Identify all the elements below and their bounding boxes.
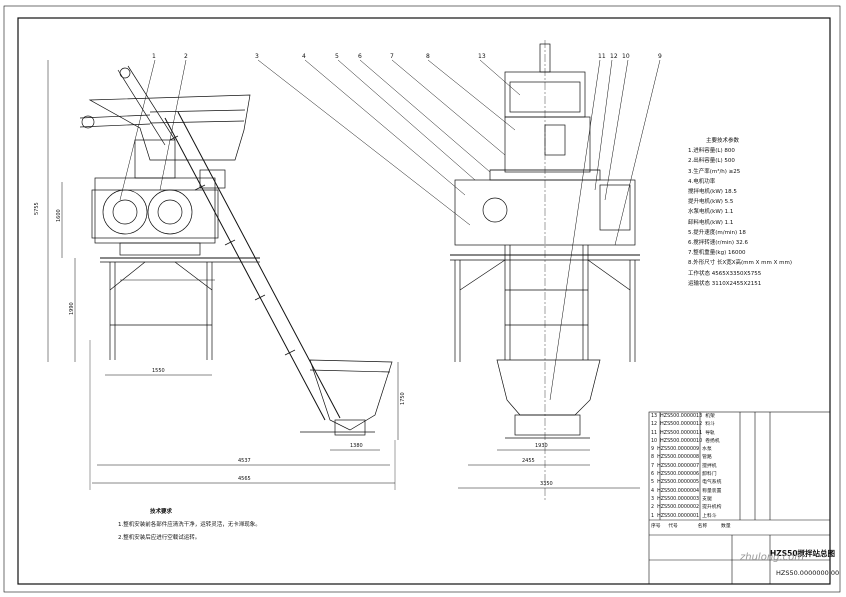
callout-5: 5 xyxy=(335,53,339,60)
parts-row: 7 HZS500.0000007 搅拌机 xyxy=(651,463,717,469)
callout-11: 11 xyxy=(598,53,606,60)
spec-heading: 主要技术参数 xyxy=(706,138,740,144)
drawing-title: HZS50搅拌站总图 xyxy=(770,549,836,558)
outer-border xyxy=(3,5,841,593)
dim-side-bottom: 1380 xyxy=(350,443,363,449)
callout-13: 13 xyxy=(478,53,486,60)
parts-row: 12 HZS500.0000012 料斗 xyxy=(651,422,715,428)
dim-front-lower: 2455 xyxy=(522,458,535,464)
callout-1: 1 xyxy=(152,53,156,60)
technical-notes: 技术要求 1.整机安装前各部件应清洗干净，运转灵活，无卡滞现象。 2.整机安装后… xyxy=(118,506,261,545)
parts-row: 8 HZS500.0000008 管路 xyxy=(651,455,712,461)
watermark: zhulong.com xyxy=(740,552,805,563)
spec-line: 水泵电机(kW) 1.1 xyxy=(688,209,734,216)
dim-side-total: 4565 xyxy=(238,476,251,482)
callout-9: 9 xyxy=(658,53,662,60)
parts-row: 6 HZS500.0000006 卸料门 xyxy=(651,472,717,478)
parts-row: 10 HZS500.0000010 卷扬机 xyxy=(651,438,720,444)
side-view xyxy=(47,59,399,490)
callout-4: 4 xyxy=(302,53,306,60)
drawing-number: HZS50.0000000.00 xyxy=(776,569,840,577)
callout-3: 3 xyxy=(255,53,259,60)
parts-row: 5 HZS500.0000005 电气系统 xyxy=(651,480,722,486)
spec-line: 2.出料容量(L) 500 xyxy=(688,158,735,165)
parts-row: 11 HZS500.0000011 导轨 xyxy=(651,430,715,436)
front-view xyxy=(257,40,661,500)
spec-line: 工作状态 4565X3350X5755 xyxy=(688,270,762,277)
spec-line: 1.进料容量(L) 800 xyxy=(688,148,735,155)
spec-line: 运输状态 3110X2455X2151 xyxy=(688,280,762,287)
dim-side-height-lower: 1990 xyxy=(69,302,75,315)
callout-12: 12 xyxy=(610,53,618,60)
parts-list-header: 序号 代号 名称 数量 xyxy=(651,524,731,529)
parts-row: 13 HZS500.0000013 机架 xyxy=(651,414,715,419)
spec-line: 5.提升速度(m/min) 18 xyxy=(688,229,746,236)
parts-row: 9 HZS500.0000009 水泵 xyxy=(651,447,712,453)
note-line: 1.整机安装前各部件应清洗干净，运转灵活，无卡滞现象。 xyxy=(118,522,261,528)
spec-line: 3.生产率(m³/h) ≥25 xyxy=(688,168,741,175)
dim-side-lower: 4537 xyxy=(238,458,251,464)
callout-7: 7 xyxy=(390,53,394,60)
dim-side-height-upper: 1600 xyxy=(56,209,62,222)
parts-list: 13 HZS500.0000013 机架 12 HZS500.0000012 料… xyxy=(651,413,721,521)
dim-front-total: 3350 xyxy=(540,481,553,487)
notes-heading: 技术要求 xyxy=(150,509,173,515)
parts-row: 3 HZS500.0000003 支腿 xyxy=(651,496,712,502)
callout-10: 10 xyxy=(622,53,630,60)
callout-2: 2 xyxy=(184,53,188,60)
note-line: 2.整机安装后应进行空载试运转。 xyxy=(118,535,201,541)
spec-line: 卸料电机(kW) 1.1 xyxy=(688,219,734,226)
spec-table: 主要技术参数 1.进料容量(L) 800 2.出料容量(L) 500 3.生产率… xyxy=(688,136,792,289)
callout-6: 6 xyxy=(358,53,362,60)
parts-row: 2 HZS500.0000002 提升机构 xyxy=(651,505,722,511)
dim-side-left: 1550 xyxy=(152,368,165,374)
parts-row: 1 HZS500.0000001 上料斗 xyxy=(651,513,717,519)
parts-row: 4 HZS500.0000004 称量装置 xyxy=(651,488,722,494)
spec-line: 7.整机重量(kg) 16000 xyxy=(688,250,746,257)
callout-8: 8 xyxy=(426,53,430,60)
dim-overall-height: 5755 xyxy=(34,202,40,215)
inner-border xyxy=(17,17,831,585)
title-block-grid xyxy=(648,411,831,585)
spec-line: 搅拌电机(kW) 18.5 xyxy=(688,189,737,196)
spec-line: 提升电机(kW) 5.5 xyxy=(688,199,734,206)
dim-front-mid: 1930 xyxy=(535,443,548,449)
dim-hopper-height: 1750 xyxy=(400,392,406,405)
spec-line: 6.搅拌转速(r/min) 32.6 xyxy=(688,240,749,247)
spec-line: 4.电机功率 xyxy=(688,178,716,185)
spec-line: 8.外形尺寸 长X宽X高(mm X mm X mm) xyxy=(688,260,792,267)
